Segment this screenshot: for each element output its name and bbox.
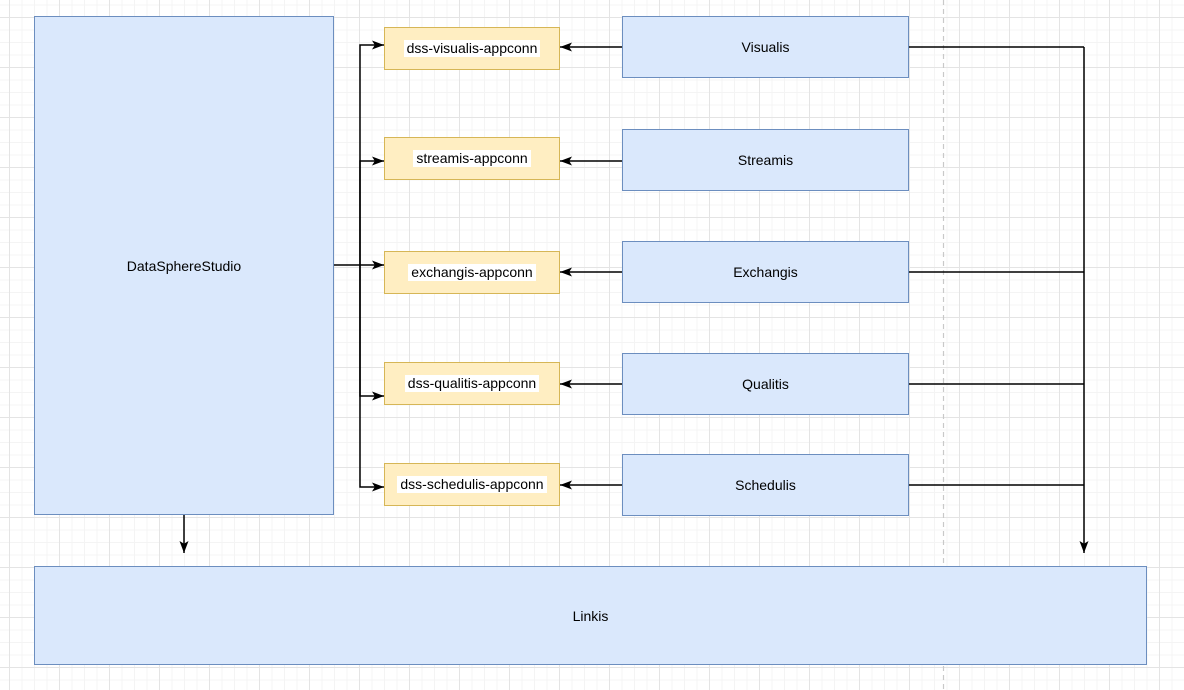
node-exchangis-appconn[interactable]: exchangis-appconn [384, 251, 560, 294]
node-exchangis[interactable]: Exchangis [622, 241, 909, 303]
edges-apps-to-appconns [560, 42, 622, 490]
node-streamis[interactable]: Streamis [622, 129, 909, 191]
node-streamis-appconn-label: streamis-appconn [413, 150, 531, 167]
node-dss-qualitis-appconn[interactable]: dss-qualitis-appconn [384, 362, 560, 405]
node-dss-schedulis-appconn-label: dss-schedulis-appconn [397, 476, 547, 493]
node-qualitis-label: Qualitis [742, 376, 789, 392]
node-linkis[interactable]: Linkis [34, 566, 1147, 665]
node-datasphere-studio[interactable]: DataSphereStudio [34, 16, 334, 515]
node-streamis-label: Streamis [737, 152, 794, 168]
node-dss-visualis-appconn[interactable]: dss-visualis-appconn [384, 27, 560, 70]
edges-dss-to-appconns [334, 40, 384, 492]
node-dss-schedulis-appconn[interactable]: dss-schedulis-appconn [384, 463, 560, 506]
node-dss-qualitis-appconn-label: dss-qualitis-appconn [404, 375, 540, 392]
node-dss-visualis-appconn-label: dss-visualis-appconn [403, 40, 541, 57]
node-exchangis-label: Exchangis [733, 264, 798, 280]
node-streamis-appconn[interactable]: streamis-appconn [384, 137, 560, 180]
node-qualitis[interactable]: Qualitis [622, 353, 909, 415]
node-linkis-label: Linkis [572, 607, 609, 624]
node-visualis-label: Visualis [741, 39, 790, 55]
edges-apps-to-linkis [909, 46, 1089, 553]
node-datasphere-studio-label: DataSphereStudio [126, 257, 242, 274]
node-schedulis[interactable]: Schedulis [622, 454, 909, 516]
node-visualis[interactable]: Visualis [622, 16, 909, 78]
node-exchangis-appconn-label: exchangis-appconn [408, 264, 536, 281]
node-schedulis-label: Schedulis [735, 477, 796, 493]
